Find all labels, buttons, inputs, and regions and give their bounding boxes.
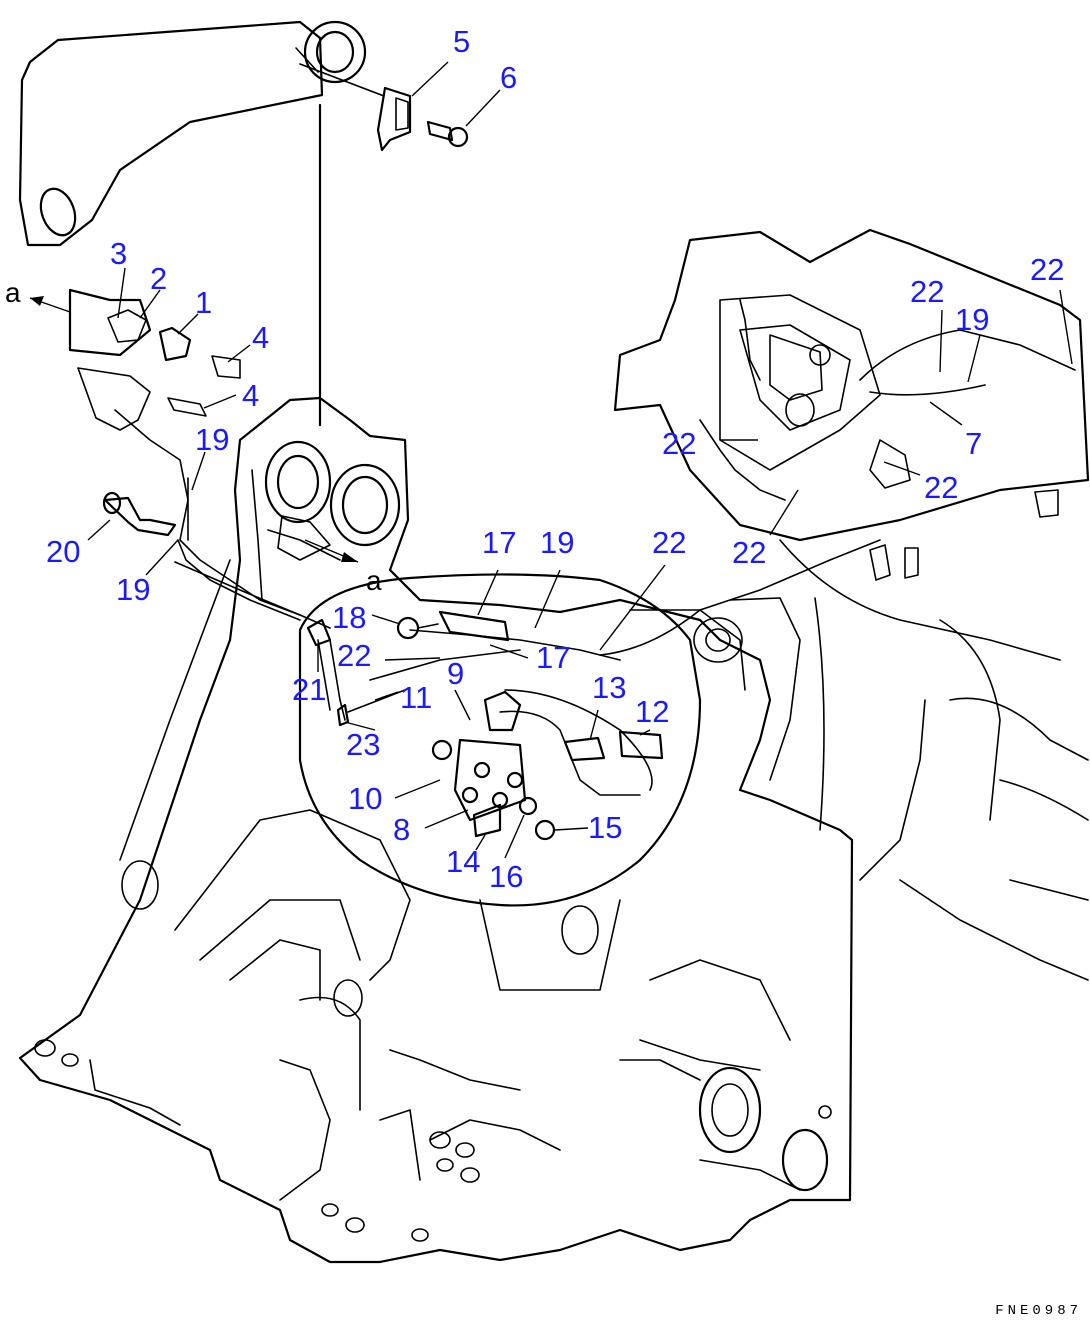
callout-11: 11 (400, 680, 432, 715)
callout-18: 18 (332, 600, 366, 635)
callout-10: 10 (348, 781, 382, 816)
callout-19: 19 (540, 525, 574, 560)
lift-arm-drawing (18, 20, 469, 427)
left-bracket-drawing (29, 288, 301, 621)
callout-6: 6 (500, 60, 517, 95)
callout-7: 7 (965, 426, 982, 461)
view-marker-left: a (5, 277, 21, 308)
callout-20: 20 (46, 534, 80, 569)
callout-16: 16 (489, 859, 523, 894)
main-frame-drawing (18, 396, 881, 1264)
callout-5: 5 (453, 24, 470, 59)
view-marker-center: a (366, 565, 382, 596)
callout-22: 22 (1030, 252, 1064, 287)
callout-22: 22 (662, 426, 696, 461)
callout-17: 17 (482, 525, 516, 560)
callout-19: 19 (955, 302, 989, 337)
callout-22: 22 (732, 535, 766, 570)
leader-lines (87, 61, 1073, 859)
callout-17: 17 (536, 640, 570, 675)
callout-22: 22 (337, 638, 371, 673)
drawing-code: FNE0987 (995, 1303, 1082, 1319)
callout-23: 23 (346, 727, 380, 762)
callout-9: 9 (447, 656, 464, 691)
callout-12: 12 (635, 694, 669, 729)
callout-22: 22 (652, 525, 686, 560)
engine-area-drawing (613, 228, 1090, 981)
callout-19: 19 (116, 572, 150, 607)
callout-4: 4 (252, 320, 269, 355)
callout-4: 4 (242, 378, 259, 413)
callout-3: 3 (110, 236, 127, 271)
callout-21: 21 (292, 672, 326, 707)
callout-15: 15 (588, 810, 622, 845)
callout-1: 1 (195, 285, 212, 320)
callout-13: 13 (592, 670, 626, 705)
callout-22: 22 (910, 274, 944, 309)
callout-8: 8 (393, 812, 410, 847)
callout-19: 19 (195, 422, 229, 457)
callout-2: 2 (150, 261, 167, 296)
callout-22: 22 (924, 470, 958, 505)
callout-14: 14 (446, 844, 480, 879)
